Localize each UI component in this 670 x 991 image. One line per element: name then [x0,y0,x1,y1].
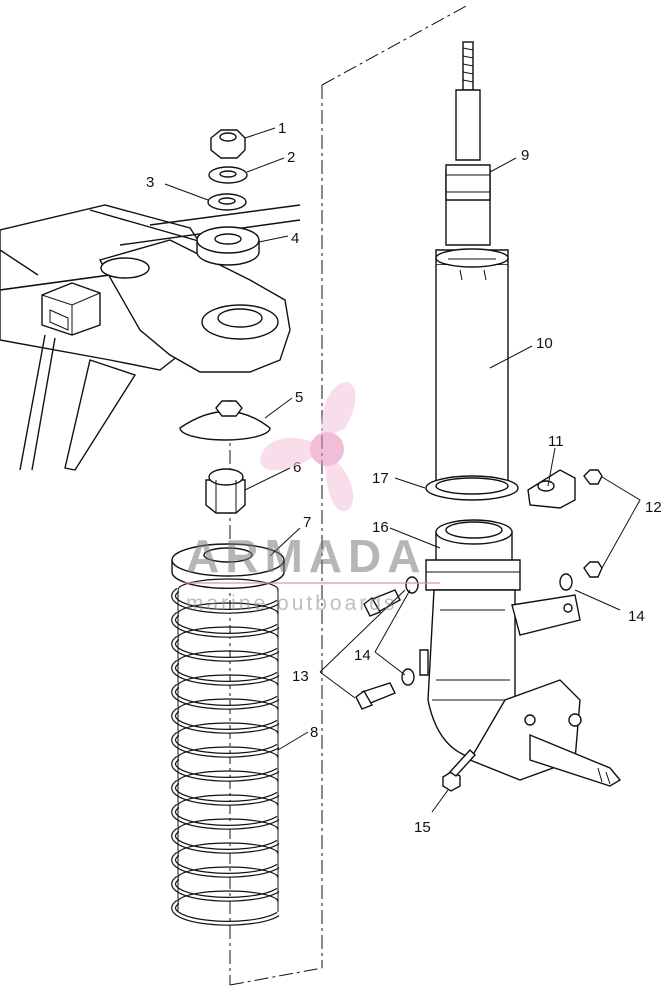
callout-5: 5 [295,389,303,406]
callout-labels: 1 2 3 4 5 6 7 8 9 10 11 12 13 14 14 15 1… [146,120,662,836]
spring-coil-back [177,794,279,807]
spring-coil-back [177,626,279,639]
callout-9: 9 [521,147,529,164]
spring-coil-highlight [172,900,279,925]
spring-coil-highlight [172,876,279,901]
spring-coil-highlight [172,732,279,757]
spring-coil-back [177,722,279,735]
part-5-cup-washer [179,400,271,441]
part-3-washer [207,193,247,211]
callout-15: 15 [414,819,431,836]
spring-coil-back [177,674,279,687]
spring-coil-back [177,746,279,759]
spring-coil-highlight [172,852,279,877]
part-8-coil-spring [171,578,280,926]
callout-8: 8 [310,724,318,741]
spring-coil-highlight [172,684,279,709]
part-11-clamp [527,469,576,509]
part-14-washers [401,573,573,686]
leader-lines [164,127,641,813]
part-1-nut [209,129,246,159]
watermark-brand: ARMADA [186,530,426,582]
part-13-bolts [355,589,401,710]
callout-17: 17 [372,470,389,487]
spring-coil-highlight [172,780,279,805]
watermark-tagline: marine outboards [186,592,397,615]
spring-coil-back [177,650,279,663]
propeller-icon [260,381,356,512]
callout-16: 16 [372,519,389,536]
part-2-washer [208,166,248,184]
spring-coil-highlight [172,804,279,829]
spring-coil-highlight [172,636,279,661]
spring-coil-back [177,866,279,879]
spring-coil-highlight [172,588,279,613]
spring-coil-back [177,698,279,711]
part-6-nut [205,468,246,514]
spring-coil-highlight [172,708,279,733]
spring-coil-back [177,602,279,615]
spring-coil-highlight [172,612,279,637]
callout-12: 12 [645,499,662,516]
callout-13: 13 [292,668,309,685]
part-16-strut-housing [419,519,622,787]
callout-14b: 14 [628,608,645,625]
assembly-frame [229,4,469,986]
spring-coil-highlight [172,756,279,781]
part-12-nuts [583,469,603,578]
callout-3: 3 [146,174,154,191]
callout-1: 1 [278,120,286,137]
callout-7: 7 [303,514,311,531]
spring-coil-back [177,578,279,591]
part-17-seal [425,475,519,501]
part-10-shock-absorber [435,41,509,500]
callout-11: 11 [548,433,564,450]
spring-coil-back [177,890,279,903]
part-4-bushing [196,226,260,266]
callout-14a: 14 [354,647,371,664]
spring-coil-back [177,842,279,855]
spring-coil-back [177,770,279,783]
spring-coil-highlight [172,828,279,853]
callout-6: 6 [293,459,301,476]
a-arm-frame [0,204,301,471]
watermark: ARMADA marine outboards [184,381,440,615]
spring-coil-highlight [172,660,279,685]
spring-coil-back [177,818,279,831]
callout-4: 4 [291,230,299,247]
callout-10: 10 [536,335,553,352]
callout-2: 2 [287,149,295,166]
part-15-bolt [442,748,476,792]
